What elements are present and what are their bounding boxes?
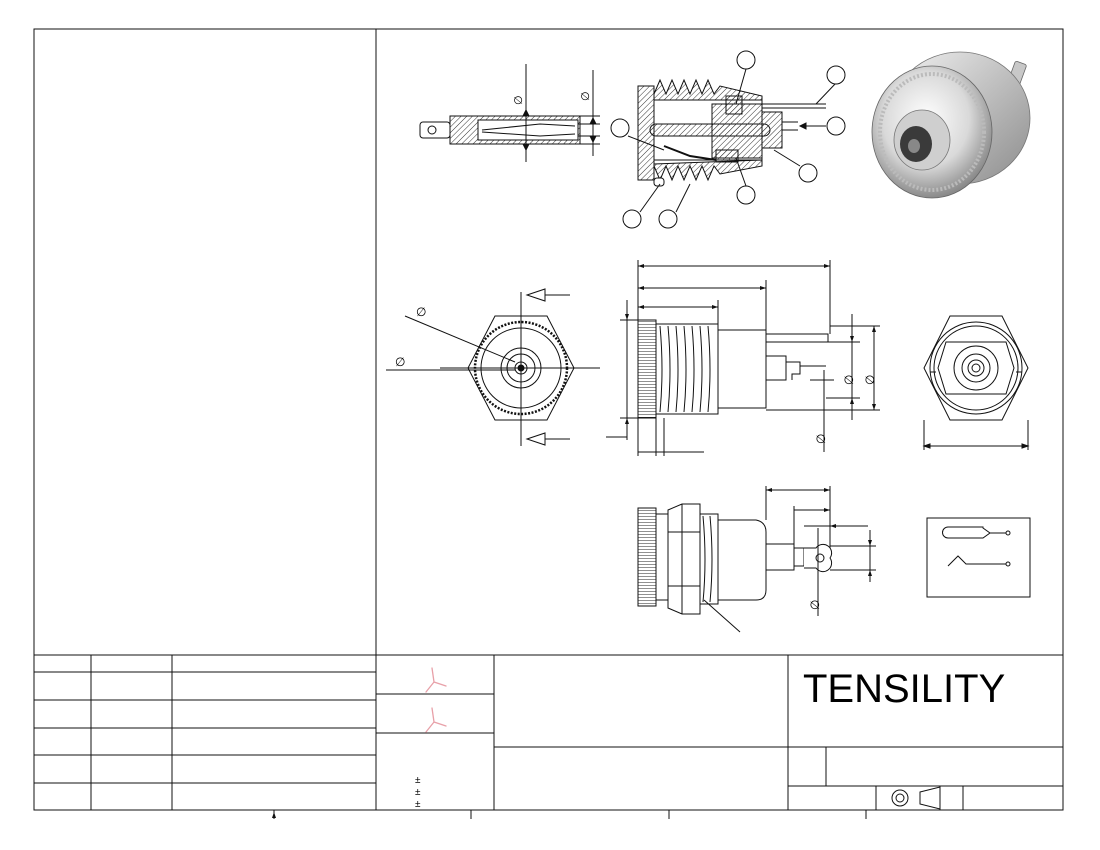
diameter-symbol: ∅ xyxy=(395,355,405,369)
tolerance-symbol: ± xyxy=(415,799,421,810)
diameter-symbol: ∅ xyxy=(580,91,592,101)
front-view xyxy=(386,288,600,446)
approval-signatures xyxy=(425,667,447,733)
title-block xyxy=(272,655,1063,819)
revision-table xyxy=(34,655,376,810)
contact-pin-view xyxy=(419,64,600,162)
sheet-frame xyxy=(33,28,1064,811)
projection-symbol-icon xyxy=(891,786,941,810)
company-logo: TENSILITY xyxy=(803,667,1006,711)
product-render-image xyxy=(871,51,1031,199)
rear-view xyxy=(922,315,1030,450)
circuit-schematic xyxy=(926,517,1031,598)
callout-bubbles xyxy=(610,50,846,229)
diameter-symbol: ∅ xyxy=(808,600,822,610)
tolerance-symbol: ± xyxy=(415,775,421,786)
diameter-symbol: ∅ xyxy=(842,375,856,385)
tolerance-marks: ± ± ± xyxy=(415,775,421,810)
diameter-symbol: ∅ xyxy=(814,434,828,444)
diameter-symbol: ∅ xyxy=(863,375,877,385)
diameter-symbol: ∅ xyxy=(416,305,426,319)
diameter-symbol: ∅ xyxy=(513,95,525,105)
cross-section-view xyxy=(637,78,826,187)
tolerance-symbol: ± xyxy=(415,787,421,798)
side-view xyxy=(606,260,880,456)
assembled-side-view xyxy=(637,486,876,633)
